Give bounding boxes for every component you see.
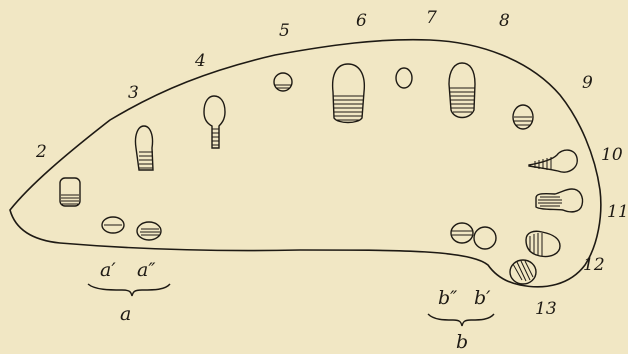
- label-12: 12: [583, 255, 605, 275]
- label-a-prime: a′: [100, 259, 116, 281]
- sense-organ-2: [60, 178, 80, 206]
- sense-organ-3: [135, 126, 153, 170]
- sense-organ-8: [449, 63, 475, 118]
- label-b-double-prime: b″: [438, 287, 457, 309]
- brace-a: [88, 284, 170, 296]
- sense-organ-b-prime: [474, 227, 496, 249]
- sense-organ-6: [333, 64, 365, 123]
- label-9: 9: [582, 73, 593, 93]
- label-6: 6: [356, 11, 367, 31]
- sense-organ-b-double-prime: [451, 223, 473, 243]
- sense-organ-12: [526, 231, 560, 256]
- label-3: 3: [128, 83, 139, 103]
- label-7: 7: [426, 8, 437, 28]
- sense-organ-5: [274, 73, 292, 91]
- body-outline: [10, 40, 601, 287]
- label-13: 13: [535, 299, 557, 319]
- sense-organ-10: [529, 150, 577, 172]
- sense-organ-a-double-prime: [137, 222, 161, 240]
- label-b-prime: b′: [474, 287, 491, 309]
- sense-organ-11: [536, 189, 583, 212]
- label-4: 4: [194, 51, 206, 71]
- sense-organ-4: [204, 96, 225, 148]
- label-a-group: a: [120, 303, 131, 325]
- sense-organ-a-prime: [102, 217, 124, 233]
- label-8: 8: [499, 11, 510, 31]
- label-2: 2: [35, 142, 47, 162]
- label-5: 5: [279, 21, 290, 41]
- label-b-group: b: [456, 331, 468, 353]
- brace-b: [428, 314, 494, 326]
- label-11: 11: [607, 202, 628, 222]
- sense-organ-13: [510, 260, 536, 284]
- label-a-double-prime: a″: [137, 259, 155, 281]
- sense-organ-7: [396, 68, 412, 88]
- sense-organ-9: [513, 105, 533, 129]
- label-10: 10: [601, 145, 623, 165]
